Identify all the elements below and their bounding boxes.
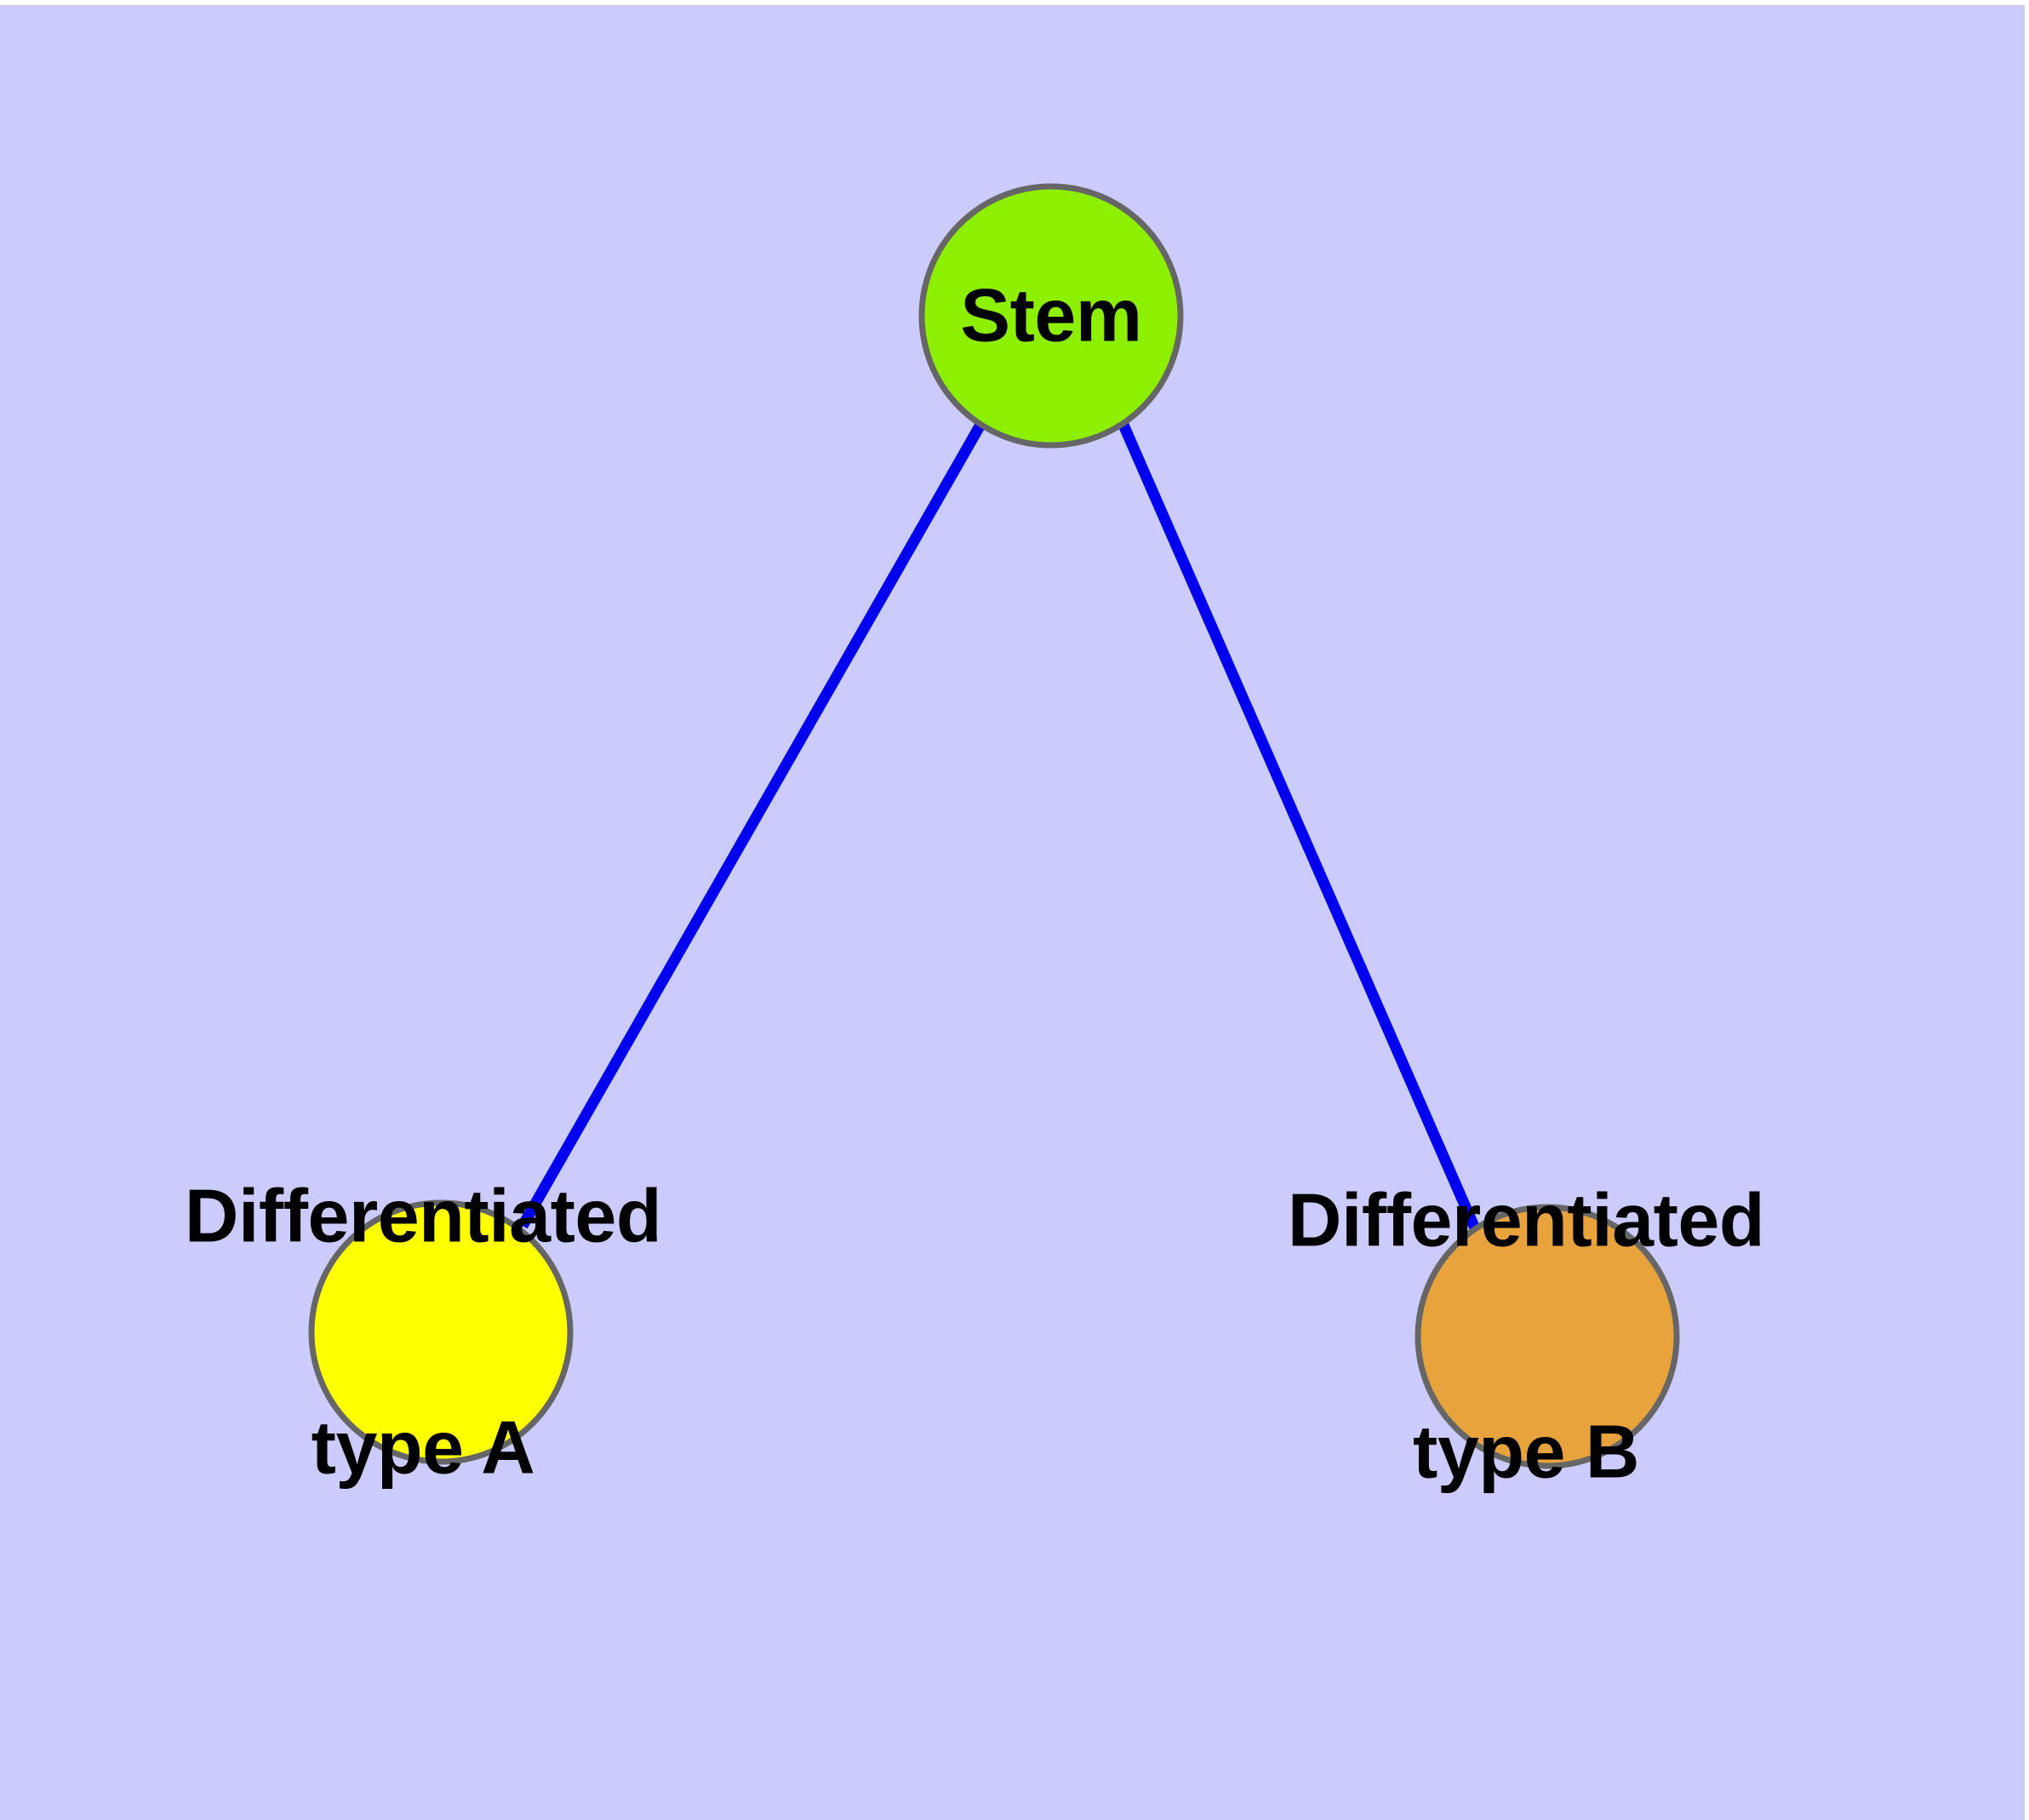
- node-circle-stem[interactable]: [918, 183, 1184, 449]
- node-circle-diff-a[interactable]: [308, 1199, 574, 1465]
- diagram-canvas: Stem Differentiated type A Differentiate…: [0, 5, 2025, 1820]
- node-circle-diff-b[interactable]: [1415, 1204, 1680, 1469]
- edge-stem-to-diff-a[interactable]: [517, 421, 986, 1229]
- node-layer: [308, 183, 1680, 1469]
- graph-svg: [308, 183, 1680, 1469]
- edge-stem-to-diff-b[interactable]: [1118, 422, 1480, 1231]
- edge-layer: [517, 421, 1480, 1231]
